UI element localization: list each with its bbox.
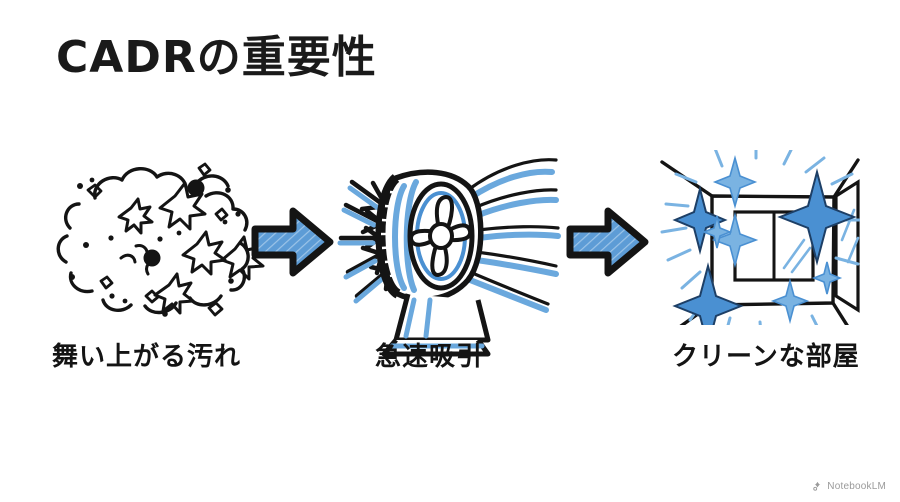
panel-caption-dust: 舞い上がる汚れ bbox=[52, 342, 242, 372]
panel-caption-room: クリーンな部屋 bbox=[672, 342, 860, 372]
right-arrow-icon bbox=[251, 207, 334, 277]
panel-caption-fan: 急速吸引 bbox=[375, 342, 484, 372]
page-title: CADRの重要性 bbox=[56, 32, 377, 83]
right-arrow-icon bbox=[566, 207, 649, 277]
dust-cloud-illustration bbox=[56, 162, 265, 317]
fan-air-purifier-illustration bbox=[337, 158, 561, 357]
clean-room-illustration bbox=[660, 150, 860, 325]
notebooklm-watermark: NotebookLM bbox=[812, 481, 886, 492]
notebooklm-watermark-label: NotebookLM bbox=[827, 481, 886, 492]
notebooklm-logo-icon bbox=[813, 481, 822, 491]
